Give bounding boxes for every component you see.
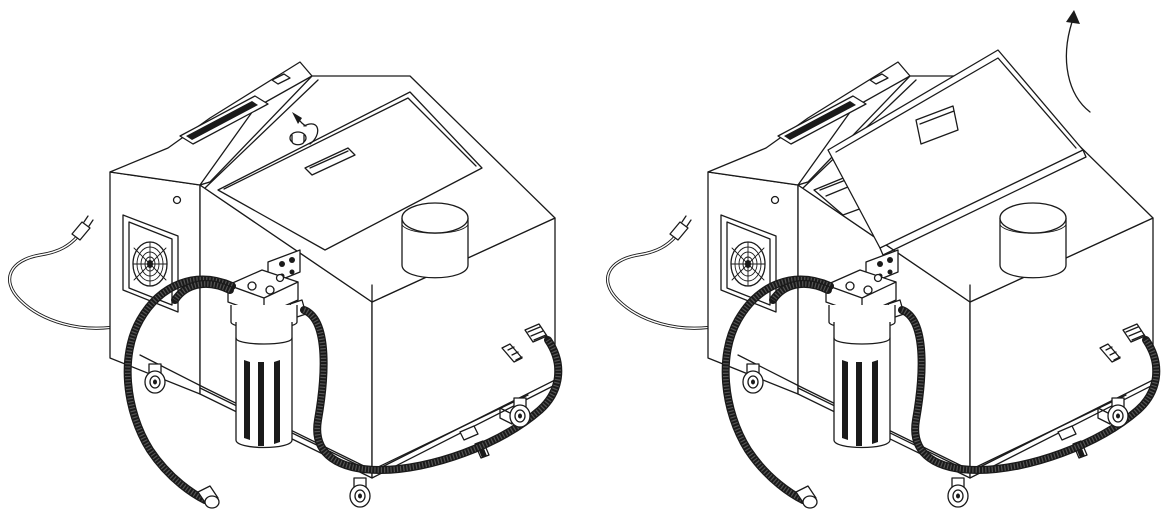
tank-cap-right bbox=[999, 202, 1067, 279]
caster-wheel bbox=[947, 477, 969, 508]
tank-cap-left bbox=[401, 202, 469, 279]
lift-arrow-icon bbox=[1065, 10, 1091, 113]
panel-lid-open bbox=[605, 49, 1157, 508]
panel-lid-closed bbox=[7, 60, 559, 508]
rotate-arrow-icon bbox=[292, 112, 319, 145]
lid-closed bbox=[217, 91, 483, 251]
lid-open bbox=[827, 49, 1087, 256]
caster-wheel bbox=[349, 477, 371, 508]
